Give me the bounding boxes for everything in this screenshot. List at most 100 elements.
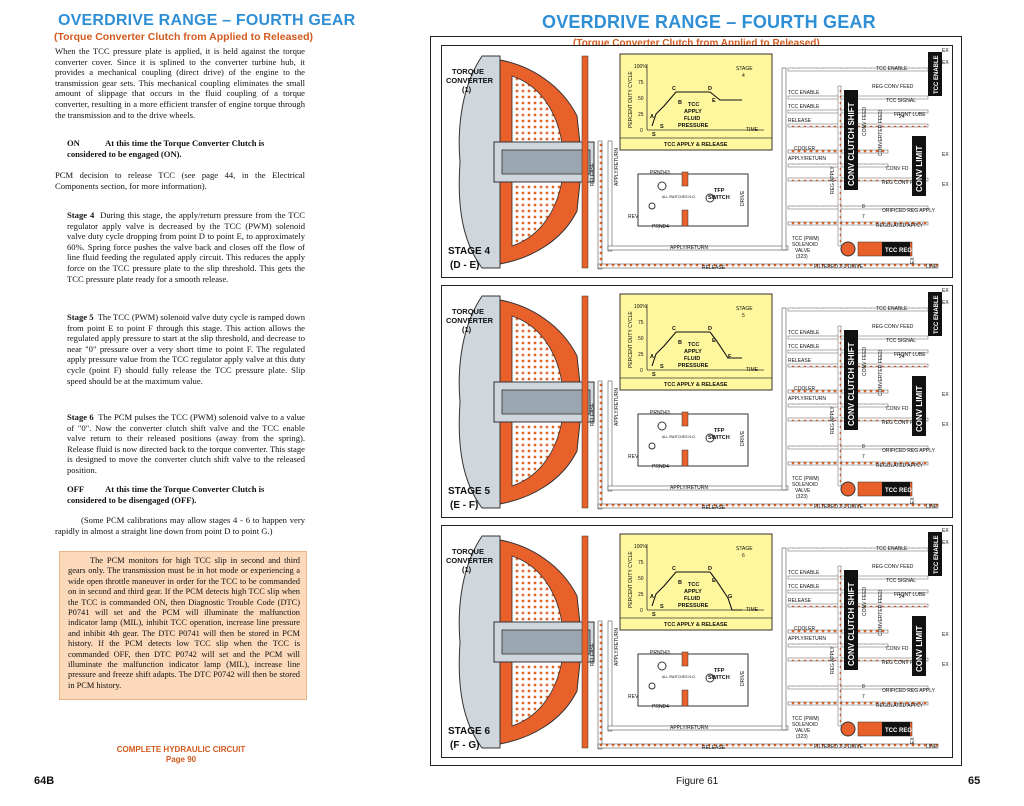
tick-0: 0	[640, 368, 643, 374]
graph-stage-num: 6	[742, 553, 745, 559]
pt-c: C	[672, 326, 676, 332]
pt-c: C	[672, 566, 676, 572]
ex-label-4: EX	[942, 422, 949, 428]
converter-feed-vertical: CONVERTER FEED	[878, 350, 884, 396]
ex-label-1: EX	[942, 48, 949, 54]
apply-return-right: APPLY/RETURN	[788, 636, 826, 642]
conv-limit-valve: CONV LIMIT	[912, 616, 926, 676]
release-apply-lines	[597, 547, 939, 750]
graph-stage-word: STAGE	[736, 306, 753, 312]
tcc-enable-valve: TCC ENABLE	[928, 532, 942, 576]
regulated-apply-line: REGULATED APPLY	[876, 223, 924, 229]
duty-cycle-graph	[619, 293, 773, 391]
num-24: 24	[899, 114, 905, 120]
apply-return-right: APPLY/RETURN	[788, 396, 826, 402]
svg-text:TCC ENABLE: TCC ENABLE	[934, 55, 940, 94]
hydraulic-diagram: TORQUE CONVERTER (1) RELEASE APPLY/RETUR…	[446, 288, 949, 511]
tcc-enable-line-2: TCC ENABLE	[788, 90, 820, 96]
pt-e: E	[712, 338, 716, 344]
pt-b: B	[678, 340, 682, 346]
tfp-label: TFP	[714, 188, 725, 194]
tick-100: 100%	[634, 544, 647, 550]
stage6-panel: TORQUE CONVERTER (1) RELEASE APPLY/RETUR…	[441, 525, 953, 758]
drive-label: DRIVE	[740, 430, 746, 446]
apply-return-vertical: APPLY/RETURN	[614, 628, 620, 666]
tcc-pwm-1: TCC (PWM)	[792, 476, 820, 482]
switches-label: ALL SWITCHES N.O.	[662, 195, 696, 199]
tcc-pwm-3: VALVE	[795, 248, 811, 254]
release-label: RELEASE	[702, 505, 726, 511]
converter-feed-vertical: CONVERTER FEED	[878, 110, 884, 156]
converter-label: CONVERTER	[446, 556, 494, 565]
orificed-reg-apply-line: ORIFICED REG APPLY	[882, 208, 936, 214]
ex-label-1: EX	[942, 528, 949, 534]
tcc-pwm-2: SOLENOID	[792, 482, 818, 488]
graph-inner-pressure: PRESSURE	[678, 603, 709, 609]
reg-conv-feed-line: REG CONV FEED	[872, 84, 914, 90]
filtered-line: FILTERED 2-3 DRIVE	[814, 504, 864, 510]
graph-inner-fluid: FLUID	[684, 596, 700, 602]
pt-a: A	[650, 354, 654, 360]
tick-50: 50	[638, 336, 644, 342]
pt-s2: S	[660, 364, 664, 370]
tick-25: 25	[638, 592, 644, 598]
graph-x-label: TIME	[746, 607, 759, 613]
graph-inner-fluid: FLUID	[684, 116, 700, 122]
conv-feed-vertical: CONV FEED	[862, 586, 868, 616]
release-label: RELEASE	[702, 745, 726, 751]
tcc-signal-line: TCC SIGNAL	[886, 578, 916, 584]
tcc-pwm-4: (323)	[796, 254, 808, 260]
tcc-reg-valve: TCC REG	[840, 241, 912, 257]
num-7: 7	[862, 214, 865, 220]
duty-cycle-graph	[619, 53, 773, 151]
graph-stage-word: STAGE	[736, 66, 753, 72]
graph-inner-pressure: PRESSURE	[678, 363, 709, 369]
reg-apply-vertical: REG APPLY	[830, 166, 836, 194]
filtered-line: FILTERED 2-3 DRIVE	[814, 744, 864, 750]
graph-title: TCC APPLY & RELEASE	[664, 142, 728, 148]
tick-0: 0	[640, 128, 643, 134]
switches-label: ALL SWITCHES N.O.	[662, 675, 696, 679]
ex-label-5: EX	[910, 257, 916, 264]
svg-text:CONV CLUTCH SHIFT: CONV CLUTCH SHIFT	[847, 102, 856, 186]
stage5-panel: TORQUE CONVERTER (1) RELEASE APPLY/RETUR…	[441, 285, 953, 518]
pt-a: A	[650, 114, 654, 120]
regulated-apply-line: REGULATED APPLY	[876, 463, 924, 469]
drive-label: DRIVE	[740, 670, 746, 686]
tcc-enable-valve: TCC ENABLE	[928, 292, 942, 336]
graph-inner-tcc: TCC	[688, 102, 699, 108]
prnd43-label: PRND43	[650, 650, 670, 656]
svg-text:CONV LIMIT: CONV LIMIT	[915, 626, 924, 672]
prnd4-label: PRND4	[652, 224, 669, 230]
duty-cycle-graph	[619, 533, 773, 631]
tick-100: 100%	[634, 304, 647, 310]
release-line-right: RELEASE	[788, 358, 812, 364]
svg-text:TCC REG: TCC REG	[885, 248, 912, 254]
tfp-switch-drawing	[637, 651, 749, 707]
pt-s1: S	[652, 612, 656, 618]
front-lube-line: FRONT LUBE	[894, 592, 926, 598]
release-vertical: RELEASE	[590, 642, 596, 666]
graph-inner-pressure: PRESSURE	[678, 123, 709, 129]
tick-50: 50	[638, 96, 644, 102]
rev-label: REV	[628, 454, 639, 460]
graph-x-label: TIME	[746, 127, 759, 133]
filtered-line: FILTERED 2-3 DRIVE	[814, 264, 864, 270]
svg-text:CONV CLUTCH SHIFT: CONV CLUTCH SHIFT	[847, 582, 856, 666]
switch-label: SWITCH	[708, 435, 730, 441]
num-24: 24	[899, 594, 905, 600]
stage-label: STAGE 5	[448, 486, 490, 497]
complete-hydraulic-circuit-ref: COMPLETE HYDRAULIC CIRCUIT Page 90	[116, 745, 246, 764]
stage5-paragraph: Stage 5 The TCC (PWM) solenoid valve dut…	[67, 312, 306, 386]
ex-label-1: EX	[942, 288, 949, 294]
graph-y-label: PERCENT DUTY CYCLE	[628, 551, 634, 608]
conv-limit-valve: CONV LIMIT	[912, 136, 926, 196]
tcc-enable-line-3: TCC ENABLE	[788, 344, 820, 350]
pt-e: E	[712, 98, 716, 104]
graph-stage-word: STAGE	[736, 546, 753, 552]
tfp-switch-drawing	[637, 171, 749, 227]
tcc-enable-line: TCC ENABLE	[876, 306, 908, 312]
right-page-subtitle: (Torque Converter Clutch from Applied to…	[570, 38, 823, 49]
converter-feed-vertical: CONVERTER FEED	[878, 590, 884, 636]
ex-label-3: EX	[942, 632, 949, 638]
